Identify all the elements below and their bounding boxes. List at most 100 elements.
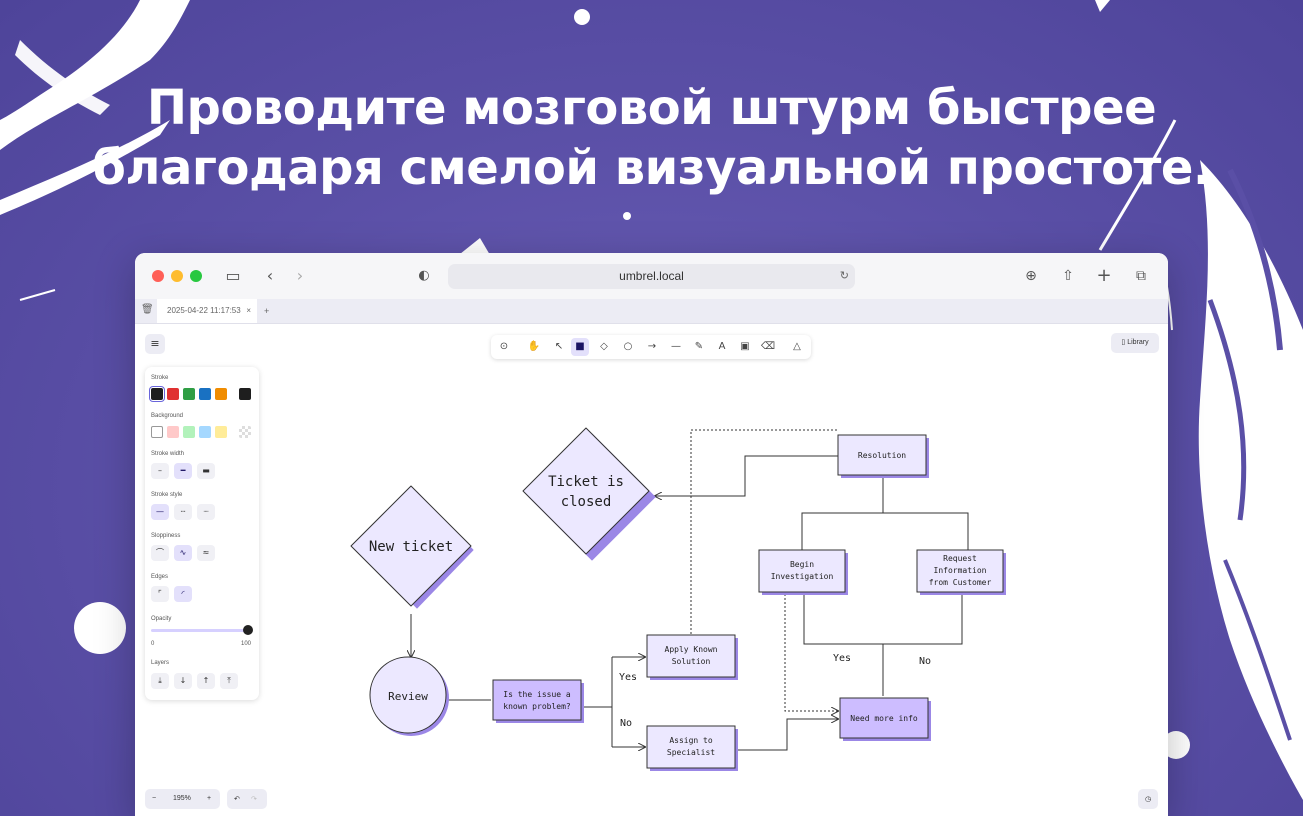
reload-icon[interactable]: ↻ <box>839 270 849 282</box>
apply-known-solution-node[interactable]: Apply Known Solution <box>646 634 738 680</box>
undo-icon[interactable]: ↶ <box>234 795 240 803</box>
stroke-style-dashed[interactable]: ┄ <box>174 504 192 520</box>
minimize-window-button[interactable] <box>171 270 183 282</box>
edges-sharp[interactable]: ⌜ <box>151 586 169 602</box>
no-label-1: No <box>620 718 632 729</box>
excalidraw-canvas[interactable]: ≡ ⊙ ✋ ↖ ■ ◇ ○ → — ✎ A ▣ ⌫ △ ▯ Library St… <box>135 324 1168 816</box>
background-color-blue[interactable] <box>199 426 211 438</box>
sloppiness-artist[interactable]: ∿ <box>174 545 192 561</box>
selection-tool-icon[interactable]: ↖ <box>554 341 564 352</box>
resolution-node[interactable]: Resolution <box>837 434 929 478</box>
stroke-style-solid[interactable]: — <box>151 504 169 520</box>
share-icon[interactable]: ⇧ <box>1062 268 1074 284</box>
address-bar[interactable]: umbrel.local ↻ <box>448 264 855 289</box>
ticket-closed-text-1: Ticket is <box>548 474 624 490</box>
pencil-tool-icon[interactable]: ✎ <box>694 341 704 352</box>
new-ticket-text: New ticket <box>369 539 453 555</box>
tab-close-icon[interactable]: × <box>246 306 251 315</box>
new-ticket-node[interactable]: New ticket <box>350 485 474 609</box>
request-text-1: Request <box>943 554 977 563</box>
edges-round[interactable]: ◜ <box>174 586 192 602</box>
stroke-width-extra-bold[interactable]: ▬ <box>197 463 215 479</box>
need-more-info-node[interactable]: Need more info <box>839 697 931 741</box>
stroke-color-green[interactable] <box>183 388 195 400</box>
stroke-color-black[interactable] <box>149 386 165 402</box>
browser-window: ▭ ‹ › ◐ umbrel.local ↻ ⊕ ⇧ + ⧉ 🗑 2025-04… <box>135 253 1168 816</box>
more-tools-icon[interactable]: △ <box>793 341 801 352</box>
sidebar-toggle-icon[interactable]: ▭ <box>225 266 241 285</box>
opacity-slider[interactable] <box>151 629 249 632</box>
stroke-width-bold[interactable]: ━ <box>174 463 192 479</box>
ellipse-tool-icon[interactable]: ○ <box>623 341 633 352</box>
arrow-tool-icon[interactable]: → <box>647 341 657 352</box>
url-text: umbrel.local <box>619 269 684 283</box>
stroke-color-current[interactable] <box>239 388 251 400</box>
library-button[interactable]: ▯ Library <box>1111 333 1159 353</box>
opacity-min-label: 0 <box>151 641 155 647</box>
image-tool-icon[interactable]: ▣ <box>740 341 750 352</box>
maximize-window-button[interactable] <box>190 270 202 282</box>
add-tab-button[interactable]: + <box>264 306 270 316</box>
hand-tool-icon[interactable]: ✋ <box>527 341 541 352</box>
zoom-out-button[interactable]: − <box>152 795 157 802</box>
zoom-level[interactable]: 195% <box>173 795 191 802</box>
close-window-button[interactable] <box>152 270 164 282</box>
privacy-shield-icon[interactable]: ◐ <box>418 268 430 283</box>
stroke-color-blue[interactable] <box>199 388 211 400</box>
review-node[interactable]: Review <box>369 656 449 736</box>
stroke-color-red[interactable] <box>167 388 179 400</box>
begin-investigation-node[interactable]: Begin Investigation <box>758 549 848 595</box>
lock-icon[interactable]: ⊙ <box>499 341 509 352</box>
sloppiness-cartoonist[interactable]: ≈ <box>197 545 215 561</box>
rectangle-tool-icon[interactable]: ■ <box>571 338 589 356</box>
opacity-slider-thumb[interactable] <box>243 625 253 635</box>
ticket-closed-node[interactable]: Ticket is closed <box>522 427 656 561</box>
connector-lines <box>411 429 969 750</box>
eraser-tool-icon[interactable]: ⌫ <box>760 341 776 352</box>
text-tool-icon[interactable]: A <box>718 341 726 352</box>
stroke-color-orange[interactable] <box>215 388 227 400</box>
stroke-width-thin[interactable]: – <box>151 463 169 479</box>
background-color-yellow[interactable] <box>215 426 227 438</box>
sloppiness-architect[interactable]: ⌒ <box>151 545 169 561</box>
request-text-3: from Customer <box>929 578 992 587</box>
redo-icon[interactable]: ↷ <box>251 795 257 803</box>
yes-label-1: Yes <box>619 672 637 683</box>
background-color-pink[interactable] <box>167 426 179 438</box>
layers-label: Layers <box>151 660 170 666</box>
background-label: Background <box>151 413 184 419</box>
background-color-green[interactable] <box>183 426 195 438</box>
known-problem-node[interactable]: Is the issue a known problem? <box>492 679 584 723</box>
diamond-tool-icon[interactable]: ◇ <box>600 341 608 352</box>
stroke-style-dotted[interactable]: ┈ <box>197 504 215 520</box>
browser-titlebar: ▭ ‹ › ◐ umbrel.local ↻ ⊕ ⇧ + ⧉ <box>135 253 1168 299</box>
bring-forward-icon[interactable]: ↑ <box>197 673 215 689</box>
ticket-closed-text-2: closed <box>561 494 612 510</box>
line-tool-icon[interactable]: — <box>671 341 681 352</box>
send-backward-icon[interactable]: ↓ <box>174 673 192 689</box>
headline: Проводите мозговой штурм быстрее благода… <box>0 78 1303 198</box>
request-information-node[interactable]: Request Information from Customer <box>916 549 1006 595</box>
headline-line-1: Проводите мозговой штурм быстрее <box>146 80 1157 136</box>
help-icon: ◷ <box>1144 795 1152 803</box>
assign-text-2: Specialist <box>667 748 715 757</box>
send-to-back-icon[interactable]: ⤓ <box>151 673 169 689</box>
background-color-current[interactable] <box>239 426 251 438</box>
forward-arrow-icon[interactable]: › <box>296 266 304 285</box>
downloads-icon[interactable]: ⊕ <box>1025 268 1037 284</box>
tab-overview-icon[interactable]: ⧉ <box>1136 268 1146 284</box>
tab-current[interactable]: 2025-04-22 11:17:53 × <box>157 299 257 323</box>
new-tab-icon[interactable]: + <box>1096 265 1112 286</box>
bring-to-front-icon[interactable]: ⤒ <box>220 673 238 689</box>
apply-text-1: Apply Known <box>665 645 718 654</box>
trash-icon[interactable]: 🗑 <box>141 304 154 315</box>
help-button[interactable]: ◷ <box>1138 789 1158 809</box>
back-arrow-icon[interactable]: ‹ <box>266 266 274 285</box>
tab-label: 2025-04-22 11:17:53 <box>167 306 241 315</box>
hamburger-menu-icon[interactable]: ≡ <box>145 334 165 354</box>
headline-line-2: благодаря смелой визуальной простоте. <box>92 140 1211 196</box>
zoom-in-button[interactable]: + <box>207 795 212 802</box>
background-color-transparent[interactable] <box>151 426 163 438</box>
assign-specialist-node[interactable]: Assign to Specialist <box>646 725 738 771</box>
